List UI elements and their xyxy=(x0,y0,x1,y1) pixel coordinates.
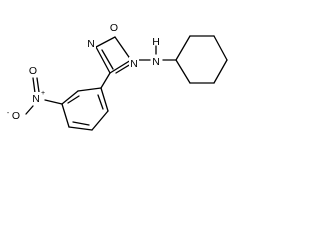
svg-text:O: O xyxy=(29,65,37,77)
svg-text:+: + xyxy=(41,90,45,97)
benzene-ring xyxy=(61,87,109,131)
ring-n4-atom: N xyxy=(129,57,139,70)
svg-text:H: H xyxy=(152,36,160,48)
svg-text:O: O xyxy=(12,110,20,122)
svg-text:N: N xyxy=(87,38,95,50)
cyclohexane-ring xyxy=(175,35,228,84)
svg-text:N: N xyxy=(32,93,40,105)
ring-oxygen-atom: O xyxy=(109,21,119,34)
oxadiazole-ring xyxy=(95,36,132,74)
svg-text:N: N xyxy=(152,56,160,68)
nitro-oxygen-bottom-atom: O - xyxy=(7,109,21,122)
chemical-structure-diagram: O N N H N N + O O - xyxy=(7,21,228,131)
nitro-bonds xyxy=(25,77,63,115)
aryl-linker-bond xyxy=(100,72,111,89)
svg-text:O: O xyxy=(110,22,118,34)
svg-text:-: - xyxy=(7,110,10,117)
nitro-oxygen-top-atom: O xyxy=(28,64,38,77)
ring-n2-atom: N xyxy=(86,36,96,50)
svg-text:N: N xyxy=(130,58,138,70)
nitro-nitrogen-atom: N + xyxy=(31,90,45,105)
amine-nh-group: H N xyxy=(151,35,162,68)
